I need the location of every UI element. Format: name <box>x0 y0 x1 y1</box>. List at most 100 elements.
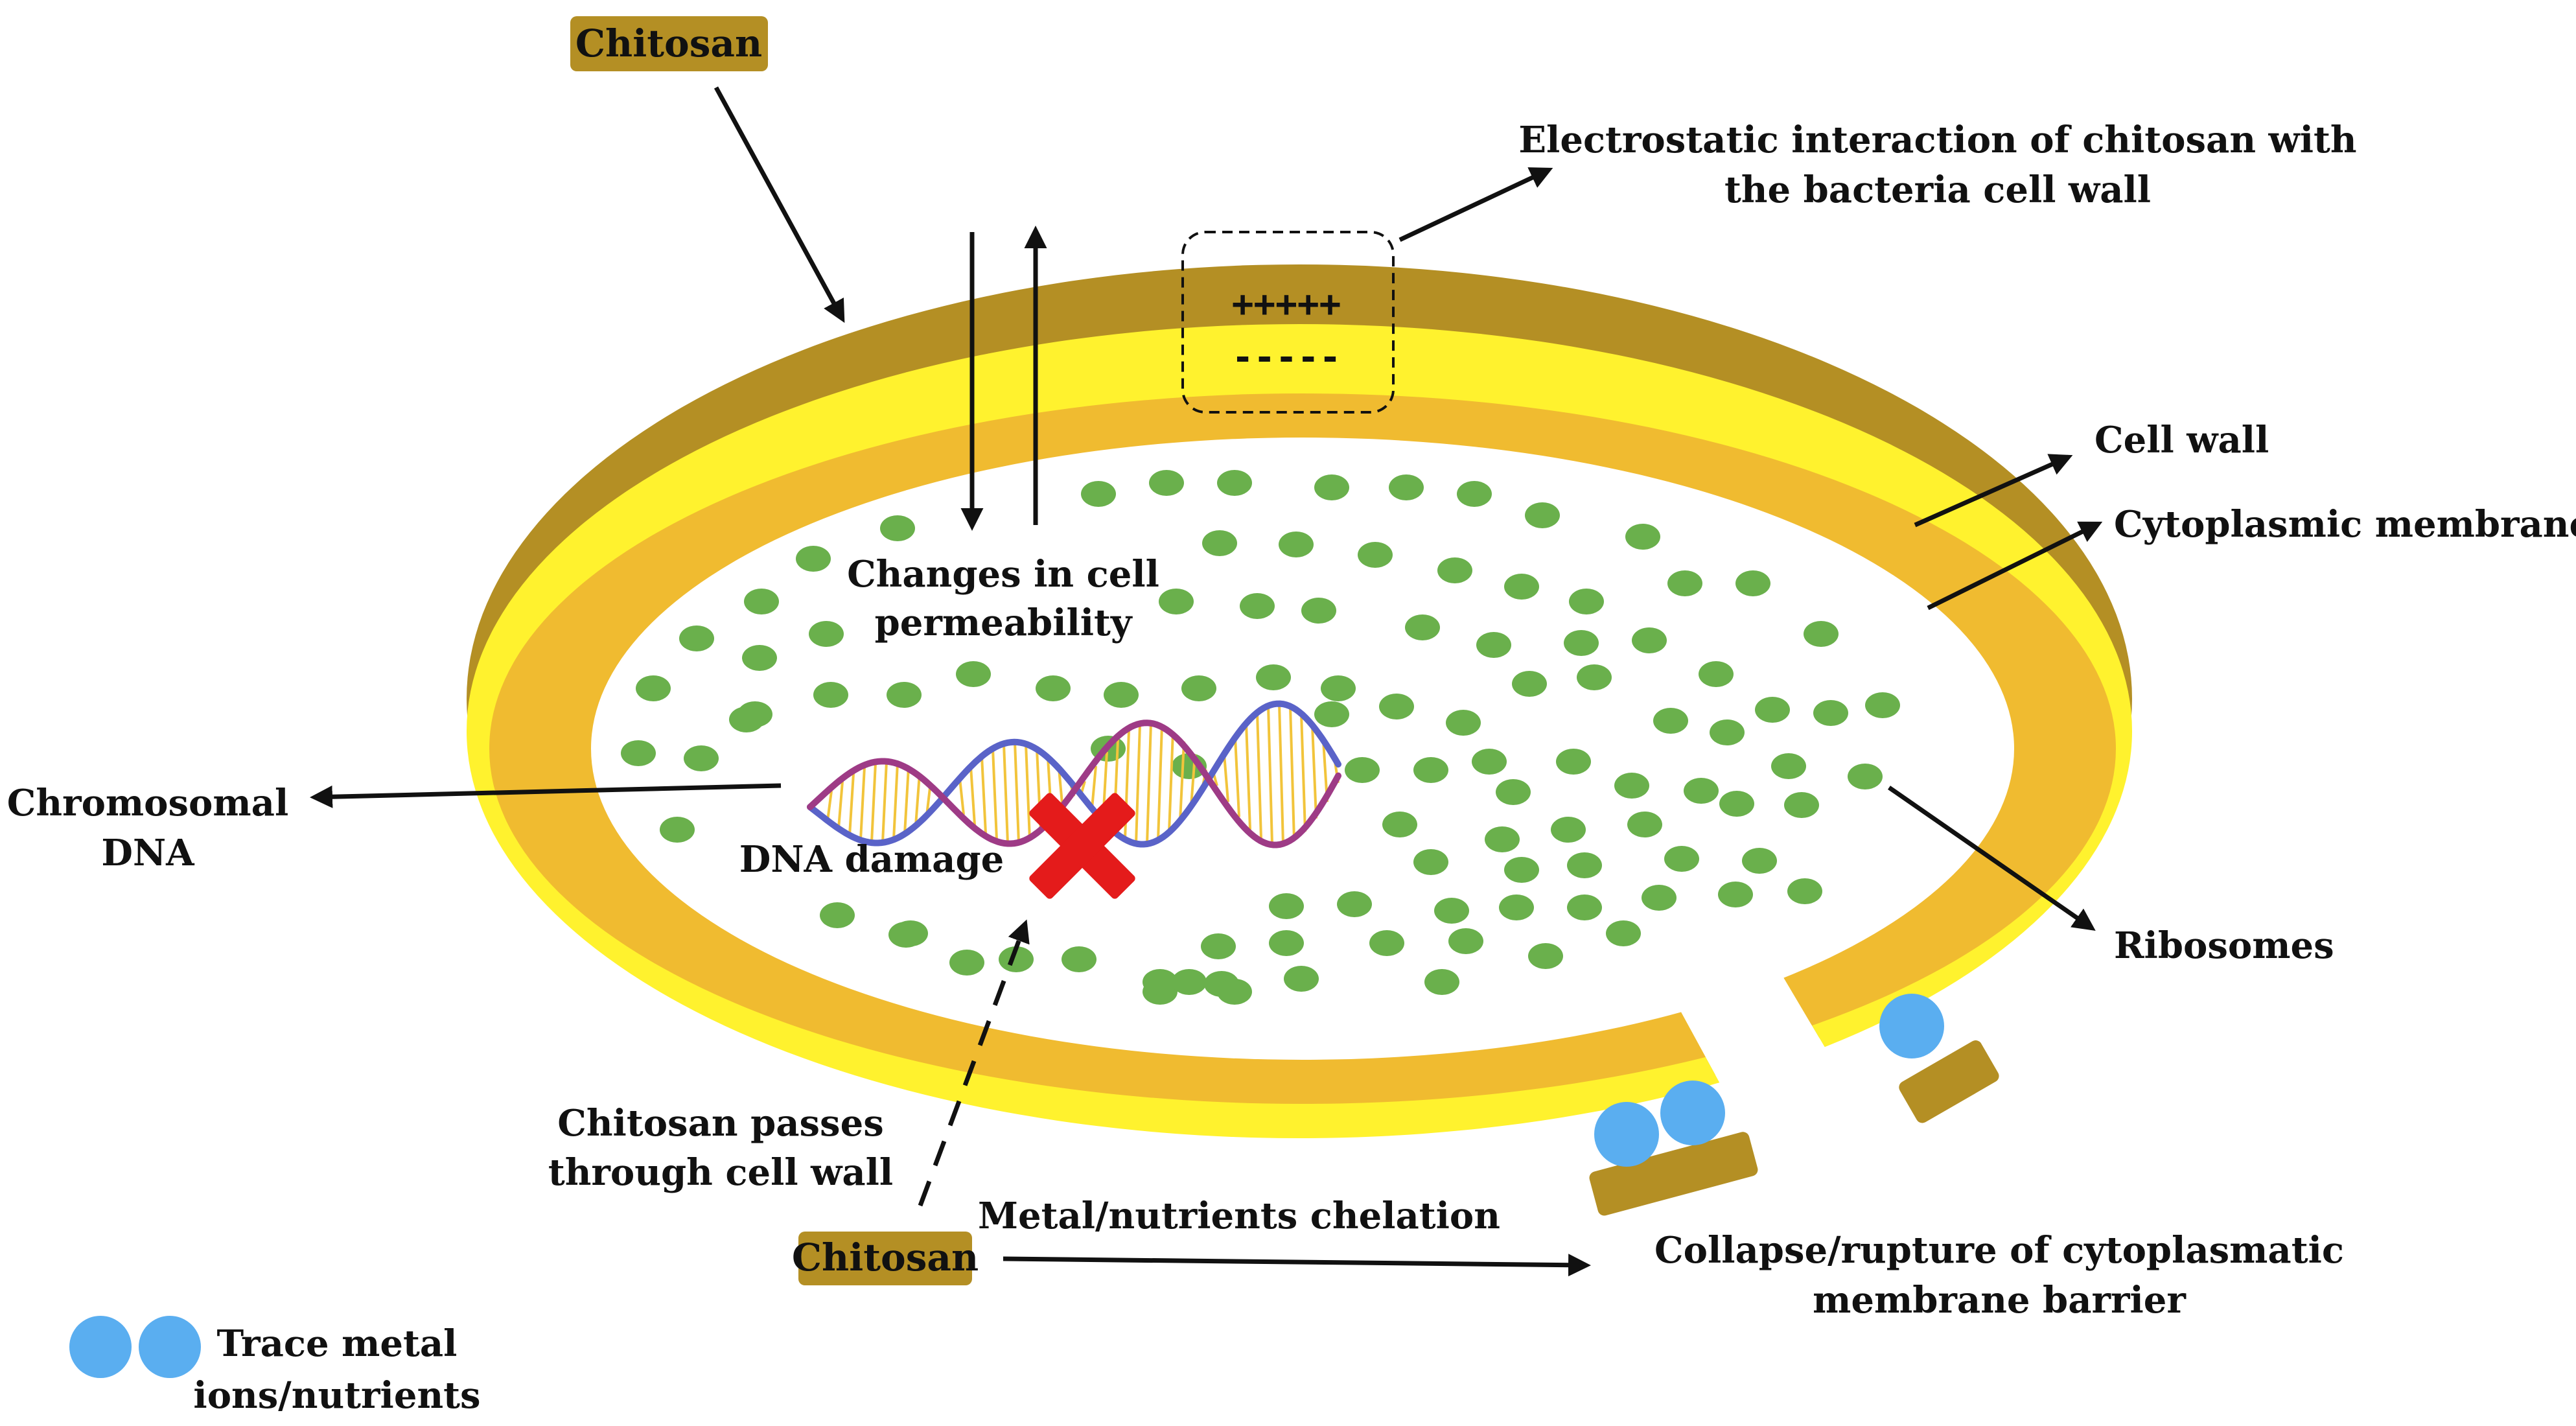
electrostatic-label-line2: the bacteria cell wall <box>1724 169 2151 211</box>
ribosome <box>1382 812 1417 837</box>
ribosome <box>1448 928 1483 954</box>
ribosome <box>1476 632 1511 658</box>
ribosome <box>1269 930 1304 956</box>
ribosome <box>729 707 764 732</box>
ribosome <box>1379 694 1414 719</box>
ribosome <box>679 625 714 651</box>
ribosome <box>1279 532 1314 557</box>
chelation-arrow <box>1003 1254 1591 1277</box>
dna-base-pair <box>981 756 987 834</box>
ribosome <box>1413 757 1448 783</box>
ribosomes-arrow <box>1888 786 2096 931</box>
ribosome <box>1389 474 1424 500</box>
chitosan-tag-top: Chitosan <box>570 16 768 71</box>
ribosome <box>1457 481 1492 507</box>
chromosomal-dna-label-line2: DNA <box>101 832 195 874</box>
dna-base-pair <box>1256 712 1262 839</box>
ribosome <box>1512 671 1547 697</box>
ribosome <box>1149 470 1184 496</box>
ribosome <box>1321 675 1356 701</box>
dna-base-pair <box>1267 705 1273 845</box>
dna-base-pair <box>1278 703 1284 845</box>
dna-base-pair <box>1223 754 1229 802</box>
dna-base-pair <box>1289 706 1295 841</box>
ribosome <box>1556 749 1591 775</box>
ribosome <box>1664 846 1699 872</box>
chitosan-tag-top-label: Chitosan <box>575 21 762 65</box>
chelation-complex-right <box>1879 994 1999 1123</box>
ribosome <box>1036 675 1071 701</box>
ribosome <box>1504 574 1539 600</box>
ribosome <box>1159 589 1194 614</box>
ribosome <box>1577 664 1612 690</box>
ribosome <box>744 589 779 614</box>
dna-damage-x-icon <box>1029 793 1135 899</box>
ribosome <box>1437 557 1472 583</box>
ribosome <box>1771 753 1806 779</box>
collapse-label-line1: Collapse/rupture of cytoplasmatic <box>1654 1229 2344 1272</box>
ribosome <box>1240 593 1275 619</box>
ribosome <box>1627 812 1662 837</box>
ribosome <box>1804 621 1839 647</box>
metal-ion-icon <box>1594 1102 1659 1167</box>
dna-base-pair <box>892 762 899 840</box>
metal-ion-icon <box>1879 994 1944 1058</box>
ribosome <box>1848 764 1883 789</box>
ribosome <box>893 920 928 946</box>
dna-base-pair <box>1245 723 1251 830</box>
dna-base-pair <box>870 762 877 843</box>
dna-base-pair <box>1091 766 1097 809</box>
ribosome <box>684 745 719 771</box>
trace-metal-label-line2: ions/nutrients <box>193 1374 480 1417</box>
ribosome <box>1813 700 1848 726</box>
ribosome <box>1567 852 1602 878</box>
ribosome <box>1345 757 1380 783</box>
ribosome <box>1201 933 1236 959</box>
cytoplasmic-membrane-label: Cytoplasmic membrane <box>2114 503 2576 546</box>
ribosome <box>1525 502 1560 528</box>
cytoplasmic-membrane-arrow <box>1927 521 2103 611</box>
dna-base-pair <box>914 773 921 826</box>
ribosome <box>1606 920 1641 946</box>
chitosan-tag-bottom: Chitosan <box>792 1232 979 1285</box>
cell-wall-label: Cell wall <box>2094 419 2269 462</box>
chitosan-to-cell-arrow <box>714 86 845 323</box>
trace-metal-ion-icon <box>69 1316 132 1378</box>
ribosome <box>1632 627 1667 653</box>
ribosome <box>880 515 915 541</box>
chelation-label: Metal/nutrients chelation <box>978 1195 1500 1237</box>
ribosome <box>1784 792 1819 818</box>
metal-ion-icon <box>1660 1081 1725 1145</box>
ribosome <box>1217 470 1252 496</box>
ribosome <box>1424 969 1459 995</box>
ribosome <box>949 950 984 976</box>
ribosome <box>1684 778 1719 804</box>
ribosome <box>1256 664 1291 690</box>
ribosome <box>1569 589 1604 614</box>
dna-base-pair <box>903 766 910 834</box>
ribosome <box>1202 530 1237 556</box>
ribosome <box>1181 675 1216 701</box>
ribosome <box>1614 773 1649 799</box>
dna-base-pair <box>1003 743 1009 843</box>
ribosome <box>1504 857 1539 883</box>
ribosome <box>1735 570 1770 596</box>
ribosome <box>1172 969 1207 995</box>
dna-base-pair <box>1311 725 1317 819</box>
ribosome <box>660 817 695 843</box>
ribosome <box>1405 614 1440 640</box>
ribosome <box>1269 893 1304 919</box>
ribosome <box>1865 692 1900 718</box>
dna-strand-2 <box>807 719 1341 848</box>
ribosome <box>1143 969 1178 995</box>
ribosome <box>1699 661 1734 687</box>
trace-metal-label-line1: Trace metal <box>217 1322 458 1365</box>
ribosome <box>1284 966 1319 992</box>
chromosomal-dna-helix <box>807 700 1341 848</box>
ribosomes-label: Ribosomes <box>2114 924 2334 967</box>
dna-base-pair <box>1234 737 1240 817</box>
ribosome <box>809 621 844 647</box>
ribosome <box>1742 848 1777 874</box>
dna-damage-label: DNA damage <box>739 838 1004 881</box>
